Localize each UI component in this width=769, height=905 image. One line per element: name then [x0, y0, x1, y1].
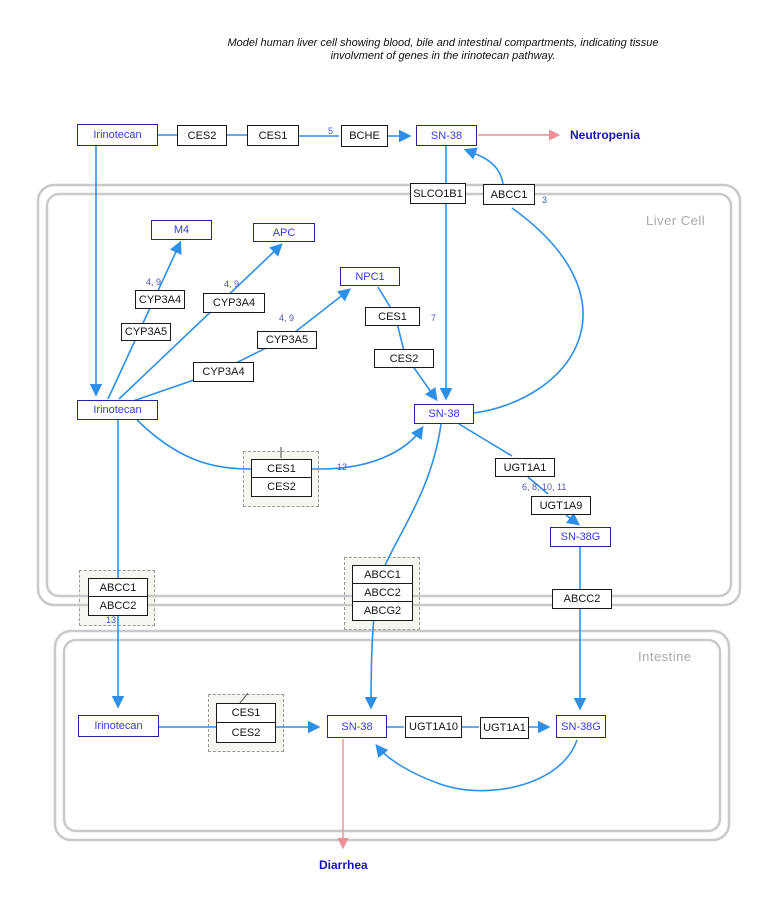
title-line2: involvment of genes in the irinotecan pa… — [330, 50, 556, 62]
edge-label-49-apc: 4, 9 — [224, 279, 240, 289]
edge-sn38g-sn38-return — [375, 739, 578, 792]
node-abcc1-mid[interactable]: ABCC1 — [352, 565, 413, 584]
node-ces1-blood[interactable]: CES1 — [247, 125, 299, 146]
node-bche[interactable]: BCHE — [341, 125, 388, 147]
edge-label-49-npc: 4, 9 — [279, 313, 295, 323]
liver-cell-label: Liver Cell — [646, 213, 706, 228]
edge-label-13: 13 — [106, 615, 117, 625]
node-ces2-blood[interactable]: CES2 — [177, 125, 227, 146]
edge-label-49-m4: 4, 9 — [146, 277, 162, 287]
node-ces2-intestine[interactable]: CES2 — [216, 722, 276, 743]
edge-irinotecan-m4 — [107, 240, 182, 400]
intestine-membrane-outer — [53, 629, 731, 842]
node-cyp3a4-npc[interactable]: CYP3A4 — [193, 362, 254, 382]
node-sn38-liver[interactable]: SN-38 — [414, 404, 474, 424]
intestine-label: Intestine — [638, 649, 692, 664]
node-sn38-blood[interactable]: SN-38 — [416, 125, 477, 146]
node-slco1b1[interactable]: SLCO1B1 — [410, 183, 466, 204]
node-ces1-liver-group[interactable]: CES1 — [251, 459, 312, 478]
edge-sn38-abcc1-arc — [473, 207, 584, 414]
intestine-membrane-inner — [62, 638, 722, 833]
edge-label-ugt: 6, 8, 10, 11 — [522, 482, 567, 492]
node-abcc1-top[interactable]: ABCC1 — [483, 184, 535, 205]
liver-membrane-outer — [36, 183, 742, 607]
edge-npc1-sn38 — [377, 286, 438, 402]
edge-ugt1a9-sn38g — [565, 512, 581, 526]
node-cyp3a5-npc[interactable]: CYP3A5 — [257, 331, 317, 349]
edge-abcc1-sn38-blood — [463, 147, 504, 185]
edge-label-12: 12 — [337, 462, 348, 472]
node-ugt1a1-intestine[interactable]: UGT1A1 — [480, 717, 529, 739]
node-sn38g-liver[interactable]: SN-38G — [550, 527, 611, 547]
node-ces2-liver[interactable]: CES2 — [374, 349, 434, 368]
node-irinotecan-intestine[interactable]: Irinotecan — [78, 715, 159, 737]
edge-irinotecan-ces-sn38 — [136, 419, 424, 470]
node-cyp3a4-m4[interactable]: CYP3A4 — [135, 290, 185, 309]
node-irinotecan-blood[interactable]: Irinotecan — [77, 124, 158, 146]
node-ugt1a10[interactable]: UGT1A10 — [405, 716, 462, 738]
node-cyp3a4-apc[interactable]: CYP3A4 — [203, 293, 265, 313]
node-sn38g-intestine[interactable]: SN-38G — [556, 715, 606, 738]
edge-irinotecan-npc1 — [132, 288, 352, 402]
edge-label-5: 5 — [328, 126, 334, 136]
node-abcc2-left[interactable]: ABCC2 — [88, 596, 148, 616]
neutropenia-label[interactable]: Neutropenia — [570, 128, 641, 142]
edge-label-7: 7 — [431, 313, 437, 323]
node-ces1-liver[interactable]: CES1 — [365, 307, 420, 326]
node-ces1-intestine[interactable]: CES1 — [216, 703, 276, 723]
edge-label-3: 3 — [542, 195, 548, 205]
diagram-title: Model human liver cell showing blood, bi… — [133, 37, 753, 63]
node-abcc2-right[interactable]: ABCC2 — [552, 589, 612, 609]
edge-irinotecan-apc — [118, 243, 283, 400]
node-apc[interactable]: APC — [253, 223, 315, 242]
node-ugt1a9[interactable]: UGT1A9 — [531, 496, 591, 515]
title-line1: Model human liver cell showing blood, bi… — [227, 37, 659, 49]
node-m4[interactable]: M4 — [151, 220, 212, 240]
edge-sn38-ugt1a1 — [458, 423, 513, 457]
node-abcc2-mid[interactable]: ABCC2 — [352, 583, 413, 602]
node-sn38-intestine[interactable]: SN-38 — [327, 715, 387, 738]
node-ugt1a1-liver[interactable]: UGT1A1 — [495, 458, 555, 477]
node-npc1[interactable]: NPC1 — [340, 267, 400, 286]
node-cyp3a5-m4[interactable]: CYP3A5 — [121, 323, 171, 341]
node-abcc1-left[interactable]: ABCC1 — [88, 578, 148, 597]
node-abcg2-mid[interactable]: ABCG2 — [352, 601, 413, 621]
tick-ces-intestine — [239, 692, 249, 704]
edge-ugt1a1-ugt1a9 — [527, 476, 549, 495]
diarrhea-label[interactable]: Diarrhea — [319, 858, 368, 872]
node-ces2-liver-group[interactable]: CES2 — [251, 477, 312, 497]
node-irinotecan-liver[interactable]: Irinotecan — [77, 400, 158, 420]
